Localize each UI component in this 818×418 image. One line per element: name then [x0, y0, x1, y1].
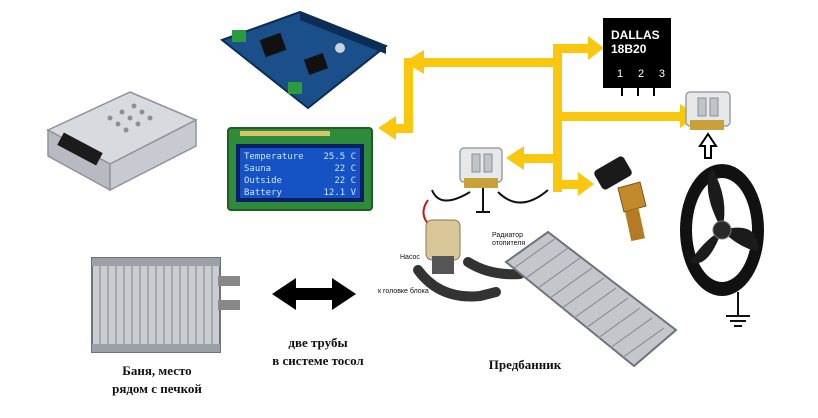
dallas-pin-3: 3 [658, 68, 665, 80]
lcd-row-value: 22 C [334, 176, 356, 186]
cooling-fan [680, 164, 764, 327]
pipes-caption-line-2: в системе тосол [272, 353, 364, 368]
lcd-row-value: 22 C [334, 164, 356, 174]
relay-fan [685, 91, 731, 130]
double-arrow [272, 278, 356, 310]
pipes-caption: две трубы в системе тосол [262, 334, 374, 370]
dallas-pin-1: 1 [617, 68, 624, 80]
predbannik-caption: Предбанник [488, 357, 562, 372]
sauna-caption-line-1: Баня, место [122, 363, 192, 378]
lcd-row-value: 12.1 V [323, 188, 356, 198]
power-supply [46, 91, 198, 192]
lcd-row: Battery 12.1 V [244, 187, 356, 199]
relay-pump [431, 147, 549, 213]
temp-sensor [594, 156, 647, 242]
dallas-pin-numbers: 1 2 3 [617, 68, 665, 80]
lcd-row: Temperature 25.5 C [244, 151, 356, 163]
lcd-row-value: 25.5 C [323, 152, 356, 162]
block-label: к головке блока [378, 288, 429, 295]
lcd-row-label: Battery [244, 188, 282, 198]
dallas-pin-2: 2 [637, 68, 645, 80]
lcd-module [227, 127, 373, 211]
lcd-row-label: Outside [244, 176, 282, 186]
radiator-label-line-2: отопителя [492, 240, 526, 247]
pipes-caption-line-1: две трубы [288, 335, 348, 350]
sauna-caption-line-2: рядом с печкой [112, 381, 202, 396]
radiator-right [504, 230, 678, 368]
dallas-sensor: DALLAS 18B20 1 2 3 [603, 18, 671, 88]
pump-label: Насос [400, 254, 420, 261]
pump [413, 199, 525, 302]
lcd-row: Outside 22 C [244, 175, 356, 187]
radiator-left [91, 257, 240, 353]
lcd-row-label: Sauna [244, 164, 272, 174]
radiator-label: Радиатор отопителя [492, 232, 525, 248]
sauna-caption: Баня, место рядом с печкой [102, 362, 212, 398]
dallas-label-1: DALLAS [611, 28, 660, 42]
fan-up-arrow [698, 132, 718, 159]
lcd-row-label: Temperature [244, 152, 304, 162]
lcd-row: Sauna 22 C [244, 163, 356, 175]
arduino-board [219, 10, 388, 110]
dallas-label-2: 18B20 [611, 42, 647, 56]
radiator-label-line-1: Радиатор [492, 232, 523, 239]
